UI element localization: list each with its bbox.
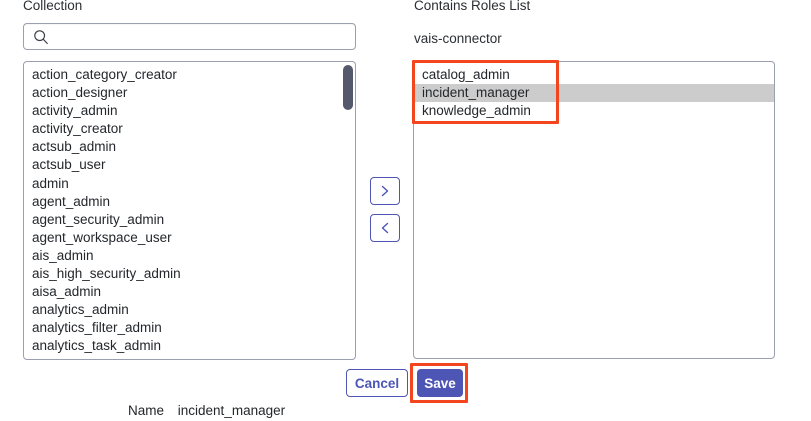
contains-roles-list-label: Contains Roles List [414, 0, 531, 13]
collection-list-item[interactable]: analytics_admin [32, 302, 129, 318]
collection-list-item[interactable]: agent_admin [32, 193, 111, 209]
collection-list-item[interactable]: agent_workspace_user [32, 229, 172, 245]
collection-list-item[interactable]: action_category_creator [32, 67, 177, 82]
move-right-button[interactable] [370, 177, 400, 205]
record-name-value: incident_manager [177, 403, 286, 418]
save-button[interactable]: Save [417, 369, 463, 397]
collection-list-item[interactable]: aisa_admin [32, 284, 102, 300]
collection-list-item[interactable]: ais_admin [32, 247, 94, 263]
roles-list-item[interactable]: catalog_admin [422, 67, 510, 82]
collection-list-item[interactable]: agent_security_admin [32, 211, 165, 227]
roles-list-item[interactable]: knowledge_admin [422, 103, 531, 119]
record-name-key: Name [128, 403, 165, 418]
roles-list-item[interactable]: incident_manager [414, 84, 774, 103]
search-box[interactable] [23, 23, 356, 50]
collection-list-item[interactable]: analytics_viewer [24, 356, 355, 360]
chevron-right-icon [381, 185, 389, 197]
collection-list-item[interactable]: ais_high_security_admin [32, 266, 181, 282]
collection-list-item[interactable]: action_designer [32, 85, 128, 101]
collection-list-item[interactable]: activity_admin [32, 103, 118, 119]
collection-list-item[interactable]: admin [32, 175, 69, 191]
roles-subject-label: vais-connector [414, 31, 502, 46]
chevron-left-icon [381, 222, 389, 234]
collection-list-scrollbar-thumb[interactable] [343, 65, 353, 110]
collection-list-item[interactable]: activity_creator [32, 121, 123, 137]
search-icon [34, 29, 48, 44]
cancel-button[interactable]: Cancel [346, 369, 408, 397]
collection-list-item[interactable]: analytics_filter_admin [32, 320, 162, 336]
collection-list-item[interactable]: actsub_user [32, 157, 106, 173]
search-input[interactable] [50, 24, 355, 49]
collection-list-item[interactable]: analytics_task_admin [32, 338, 162, 354]
move-left-button[interactable] [370, 214, 400, 242]
collection-panel-label: Collection [23, 0, 83, 13]
record-name-row: Name incident_manager [128, 403, 285, 419]
collection-list-scrollbar[interactable] [343, 64, 353, 357]
collection-list-item[interactable]: actsub_admin [32, 139, 117, 155]
